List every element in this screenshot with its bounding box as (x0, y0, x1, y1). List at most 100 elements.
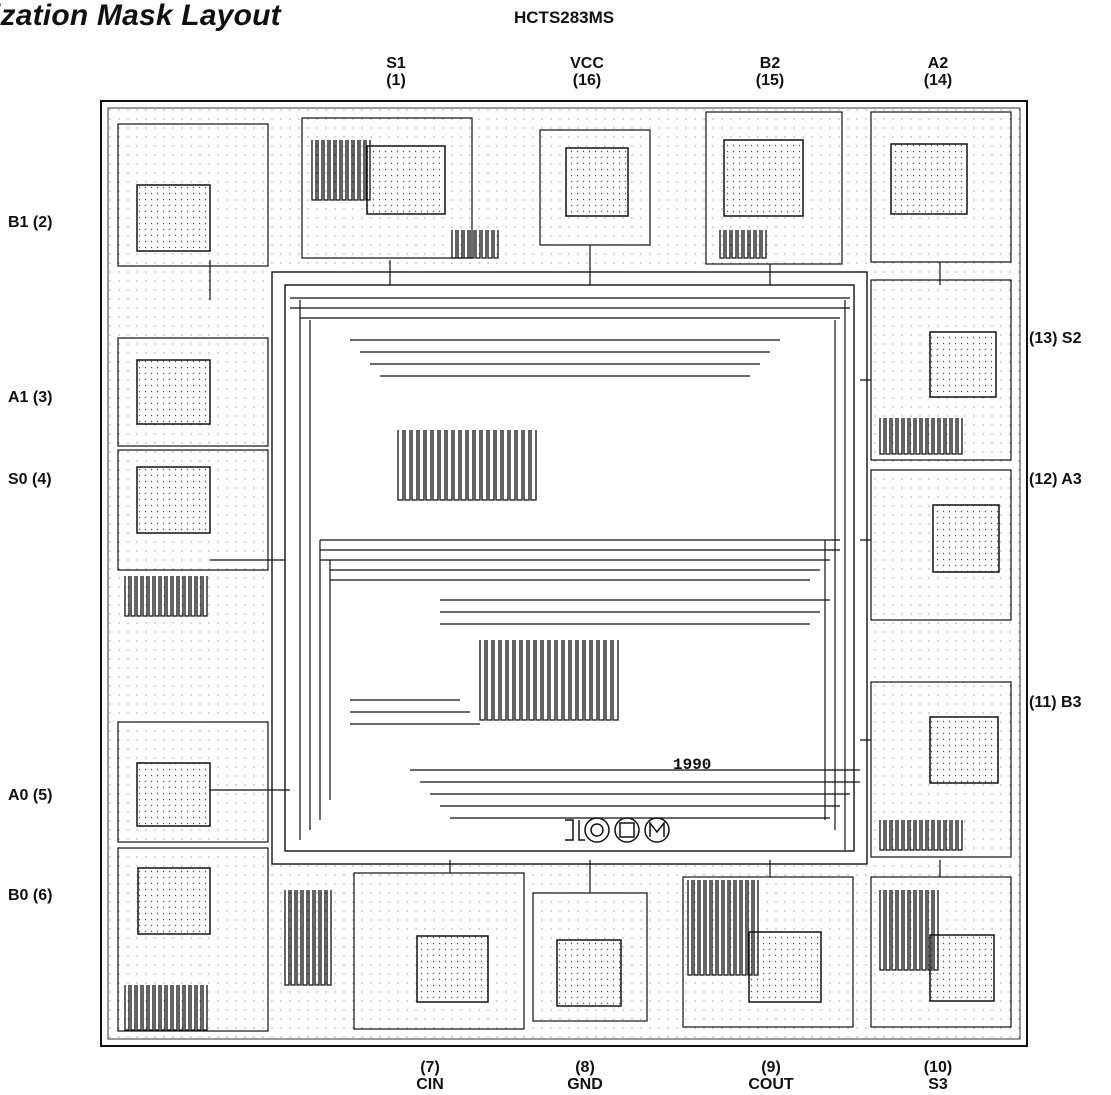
finger-line (311, 140, 317, 201)
routing-traces (209, 245, 941, 893)
finger-line (891, 890, 897, 971)
finger-line (308, 890, 314, 986)
pad-cin (416, 935, 489, 1003)
finger-line (320, 890, 326, 986)
finger-line (879, 890, 885, 971)
pad-vcc (565, 147, 629, 217)
finger-line (166, 985, 172, 1031)
finger-line (753, 880, 759, 976)
finger-line (317, 140, 323, 201)
finger-line (329, 140, 335, 201)
finger-line (136, 576, 142, 617)
finger-line (502, 430, 509, 501)
finger-line (879, 418, 885, 455)
finger-line (903, 418, 909, 455)
pad-s1 (366, 145, 446, 215)
finger-line (885, 820, 891, 851)
pad-cout (748, 931, 822, 1003)
finger-line (687, 880, 693, 976)
finger-line (475, 230, 481, 259)
finger-line (353, 140, 359, 201)
finger-line (130, 985, 136, 1031)
pin-label-gnd: (8)GND (567, 1059, 603, 1093)
finger-line (556, 640, 563, 721)
finger-line (945, 418, 951, 455)
finger-line (335, 140, 341, 201)
finger-line (184, 985, 190, 1031)
finger-line (160, 985, 166, 1031)
finger-line (514, 640, 521, 721)
pad-a0 (136, 762, 211, 827)
finger-line (921, 890, 927, 971)
finger-line (909, 890, 915, 971)
finger-line (957, 418, 963, 455)
finger-line (290, 890, 296, 986)
finger-line (903, 890, 909, 971)
finger-line (761, 230, 767, 259)
finger-line (921, 418, 927, 455)
finger-line (142, 576, 148, 617)
finger-line (296, 890, 302, 986)
finger-line (463, 230, 469, 259)
finger-line (612, 640, 619, 721)
finger-line (166, 576, 172, 617)
finger-line (719, 230, 725, 259)
finger-line (365, 140, 371, 201)
pad-b0 (137, 867, 211, 935)
pin-label-s1: S1(1) (386, 55, 406, 89)
finger-line (879, 820, 885, 851)
finger-line (453, 430, 460, 501)
finger-line (725, 230, 731, 259)
pad-s0 (136, 466, 211, 534)
finger-line (148, 985, 154, 1031)
finger-line (124, 576, 130, 617)
finger-line (915, 820, 921, 851)
finger-line (136, 985, 142, 1031)
finger-line (178, 576, 184, 617)
finger-line (190, 576, 196, 617)
finger-line (927, 820, 933, 851)
finger-line (693, 880, 699, 976)
finger-line (591, 640, 598, 721)
finger-line (577, 640, 584, 721)
finger-line (542, 640, 549, 721)
finger-line (921, 820, 927, 851)
finger-line (341, 140, 347, 201)
finger-line (493, 230, 499, 259)
finger-line (451, 230, 457, 259)
finger-line (439, 430, 446, 501)
finger-line (486, 640, 493, 721)
finger-line (891, 820, 897, 851)
finger-line (178, 985, 184, 1031)
pin-label-b3: (11) B3 (1029, 694, 1082, 711)
pin-label-b2: B2(15) (755, 55, 785, 89)
finger-line (404, 430, 411, 501)
pad-frames (117, 111, 1012, 1032)
finger-line (460, 430, 467, 501)
finger-line (474, 430, 481, 501)
pin-label-a0: A0 (5) (8, 787, 53, 804)
finger-line (521, 640, 528, 721)
finger-line (190, 985, 196, 1031)
finger-line (172, 985, 178, 1031)
finger-line (130, 576, 136, 617)
pin-label-vcc: VCC(16) (570, 55, 604, 89)
finger-line (196, 985, 202, 1031)
finger-line (314, 890, 320, 986)
finger-line (516, 430, 523, 501)
pad-gnd (556, 939, 622, 1007)
finger-line (933, 820, 939, 851)
finger-line (196, 576, 202, 617)
pin-label-a1: A1 (3) (8, 389, 53, 406)
finger-line (509, 430, 516, 501)
finger-line (493, 640, 500, 721)
pad-a2 (890, 143, 968, 215)
finger-line (481, 230, 487, 259)
finger-line (945, 820, 951, 851)
finger-line (425, 430, 432, 501)
pin-label-b1: B1 (2) (8, 214, 53, 231)
finger-line (951, 820, 957, 851)
pin-label-s0: S0 (4) (8, 471, 52, 488)
finger-line (323, 140, 329, 201)
pad-a3 (932, 504, 1000, 573)
